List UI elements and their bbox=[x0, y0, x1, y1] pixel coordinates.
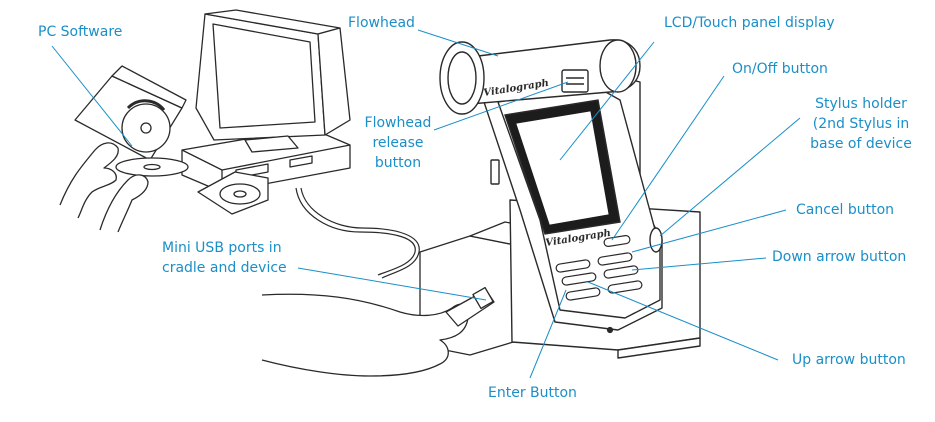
label-stylus-holder-line3: base of device bbox=[810, 136, 912, 152]
label-flowhead-release-line3: button bbox=[374, 155, 422, 171]
label-cancel-button: Cancel button bbox=[796, 202, 895, 218]
pc-illustration bbox=[181, 9, 351, 215]
label-up-arrow-button: Up arrow button bbox=[792, 352, 906, 368]
on-off-key[interactable] bbox=[603, 234, 631, 248]
label-down-arrow-button: Down arrow button bbox=[772, 249, 907, 265]
right-top-key[interactable] bbox=[597, 252, 633, 266]
label-stylus-holder-line2: (2nd Stylus in bbox=[812, 116, 910, 132]
lcd-display bbox=[504, 99, 621, 235]
label-flowhead-release-line2: release bbox=[372, 135, 424, 151]
usb-cable bbox=[295, 187, 420, 279]
left-bottom-key[interactable] bbox=[565, 287, 601, 301]
label-pc-software: PC Software bbox=[38, 24, 123, 40]
label-stylus-holder: Stylus holder (2nd Stylus in base of dev… bbox=[796, 94, 926, 154]
label-mini-usb: Mini USB ports in cradle and device bbox=[162, 238, 287, 278]
label-enter-button: Enter Button bbox=[488, 385, 577, 401]
label-stylus-holder-line1: Stylus holder bbox=[815, 96, 907, 112]
left-top-key[interactable] bbox=[555, 259, 591, 273]
label-flowhead: Flowhead bbox=[348, 15, 415, 31]
leader-lines bbox=[51, 29, 801, 379]
label-mini-usb-line1: Mini USB ports in bbox=[162, 240, 282, 256]
cd-software-illustration bbox=[59, 65, 189, 233]
label-on-off-button: On/Off button bbox=[732, 61, 828, 77]
keypad bbox=[555, 234, 643, 334]
right-bottom-key[interactable] bbox=[607, 280, 643, 294]
label-flowhead-release: Flowhead release button bbox=[356, 113, 440, 173]
label-mini-usb-line2: cradle and device bbox=[162, 260, 287, 276]
label-flowhead-release-line1: Flowhead bbox=[364, 115, 432, 131]
left-mid-key[interactable] bbox=[561, 272, 597, 286]
label-lcd-display: LCD/Touch panel display bbox=[664, 15, 835, 31]
